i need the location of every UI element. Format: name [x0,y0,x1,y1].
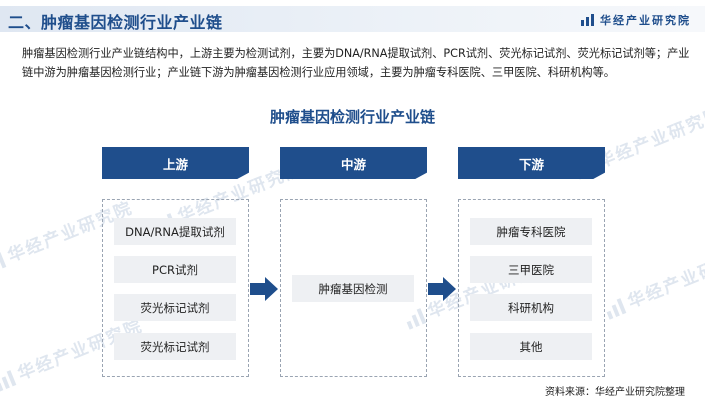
brand-logo-icon [604,298,627,320]
arrow-right-icon [428,277,456,301]
stage-box-downstream [458,199,605,377]
upstream-item: 荧光标记试剂 [114,333,236,360]
arrow-right-icon [250,277,278,301]
brand-name: 华经产业研究院 [600,14,691,27]
downstream-item: 科研机构 [470,294,592,321]
intro-paragraph: 肿瘤基因检测行业产业链结构中，上游主要为检测试剂，主要为DNA/RNA提取试剂、… [22,47,690,79]
downstream-item: 其他 [470,333,592,360]
stage-header-upstream: 上游 [102,147,249,179]
brand-logo-icon [0,252,7,274]
midstream-item: 肿瘤基因检测 [292,275,414,302]
upstream-item: DNA/RNA提取试剂 [114,218,236,245]
downstream-item: 肿瘤专科医院 [470,218,592,245]
downstream-item: 三甲医院 [470,256,592,283]
upstream-item: PCR试剂 [114,256,236,283]
stage-header-downstream: 下游 [458,147,605,179]
stage-box-midstream [280,199,427,377]
stage-box-upstream [102,199,249,377]
brand-logo-icon [581,14,594,26]
brand-logo-icon [0,370,17,392]
source-note: 资料来源：华经产业研究院整理 [545,387,685,398]
watermark: 华经产业研究院 [601,240,705,322]
upstream-item: 荧光标记试剂 [114,294,236,321]
stage-header-midstream: 中游 [280,147,427,179]
diagram-title: 肿瘤基因检测行业产业链 [269,108,435,126]
brand: 华经产业研究院 [581,12,691,28]
section-title: 二、肿瘤基因检测行业产业链 [8,13,223,32]
